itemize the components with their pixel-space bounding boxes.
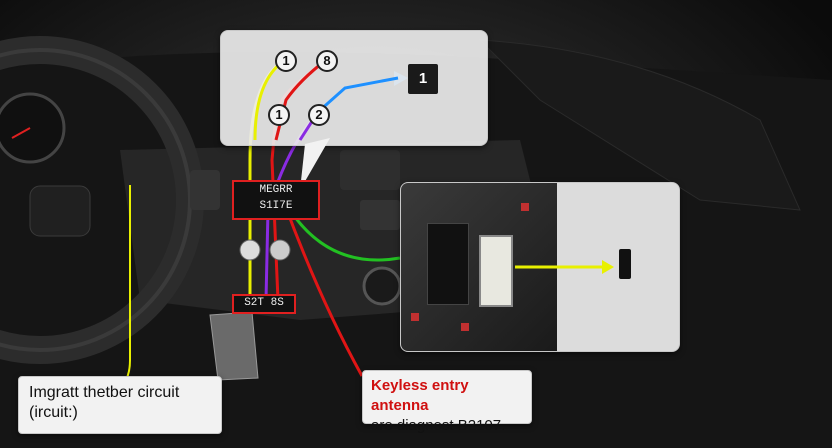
keyless-callout: Keyless entry antenna are diagnost B2107… xyxy=(362,370,532,424)
connector-icon xyxy=(619,249,631,279)
node-2: 2 xyxy=(308,104,330,126)
module-inset xyxy=(400,182,680,352)
node-8: 8 xyxy=(316,50,338,72)
node-1-top: 1 xyxy=(275,50,297,72)
module-photo xyxy=(401,183,557,351)
node-1-bottom: 1 xyxy=(268,104,290,126)
pedal xyxy=(210,312,258,380)
wiring-callout xyxy=(220,30,488,146)
keyless-callout-title: Keyless entry antenna xyxy=(371,376,523,416)
keyless-callout-subtitle: are diagnost B2107. xyxy=(371,416,523,436)
gauge xyxy=(0,94,64,162)
circuit-callout: Imgratt thetber circuit (ircuit:) xyxy=(18,376,222,434)
fuse-label: S2T 8S xyxy=(232,294,296,314)
target-square: 1 xyxy=(408,64,438,94)
connector-label: MEGRR S1I7E xyxy=(232,180,320,220)
circuit-callout-line2: (ircuit:) xyxy=(29,403,211,423)
circuit-callout-line1: Imgratt thetber circuit xyxy=(29,383,211,403)
